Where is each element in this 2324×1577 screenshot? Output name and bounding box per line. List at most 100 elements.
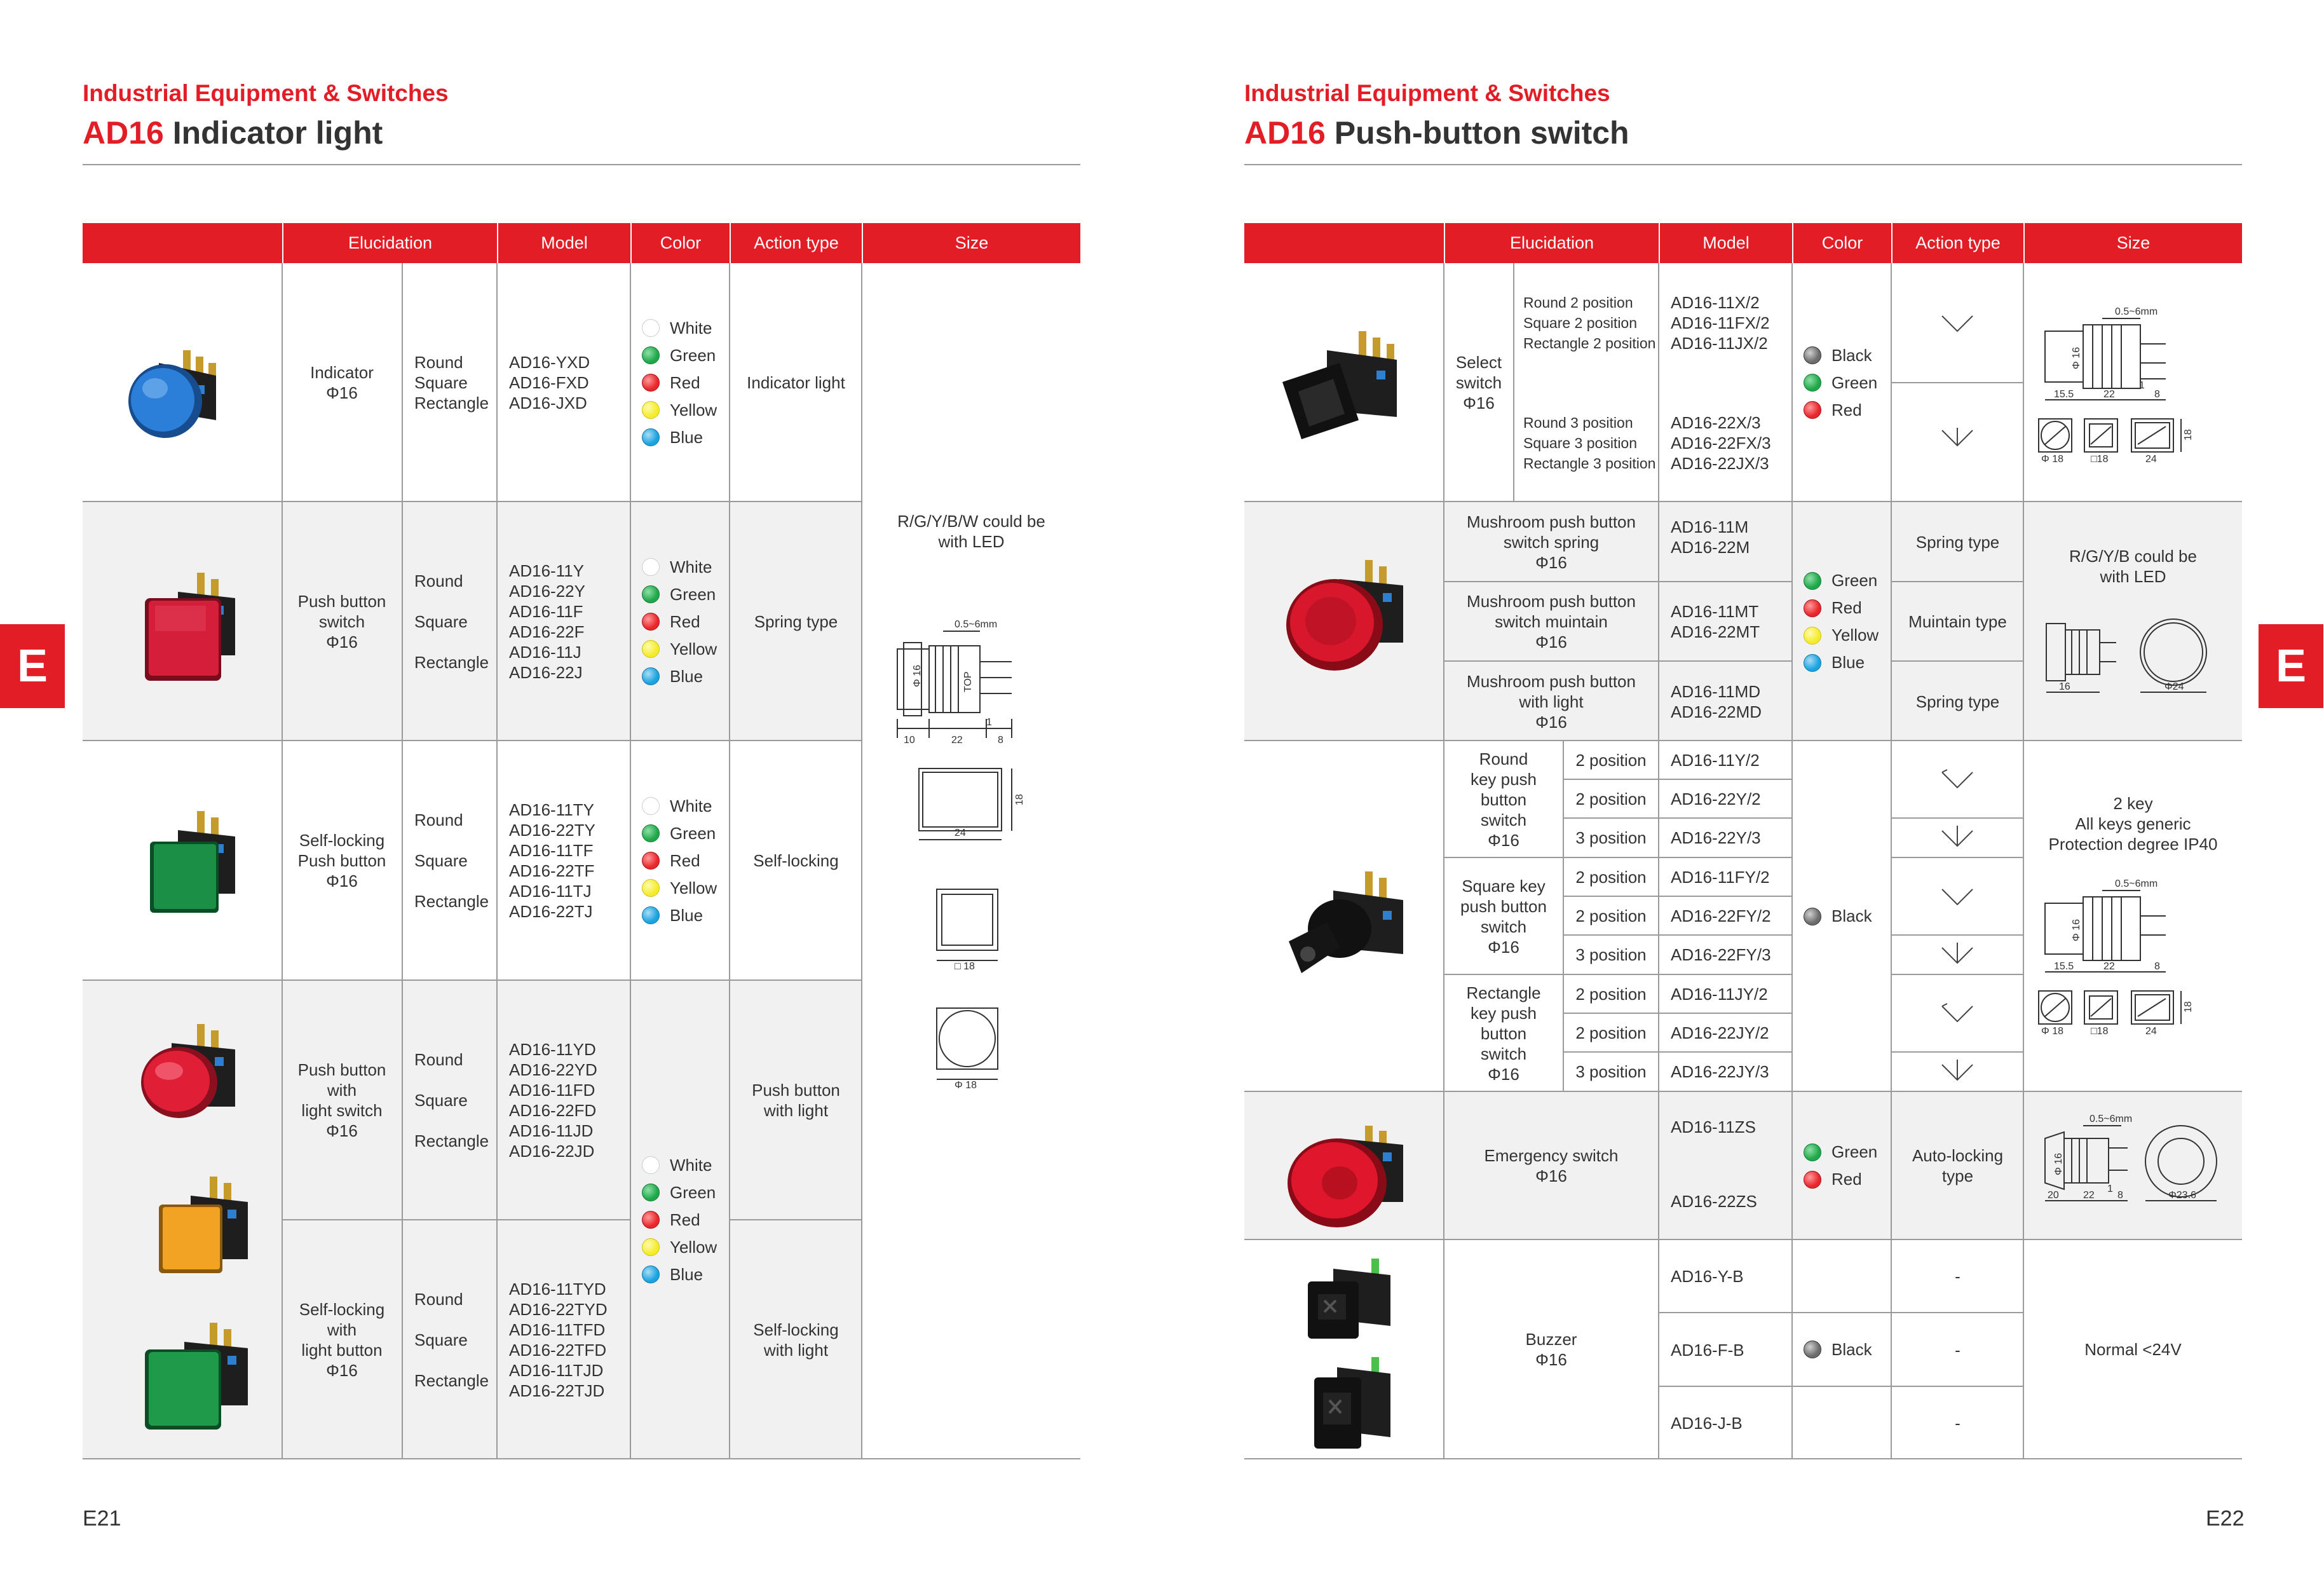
model-cell: AD16-YXD AD16-FXD AD16-JXD	[509, 353, 590, 413]
color-item: Blue	[642, 663, 730, 690]
page-title: AD16 Push-button switch	[1244, 111, 2242, 155]
divider	[1659, 1312, 2023, 1313]
color-label: Black	[1831, 1339, 1872, 1359]
model-cell: AD16-11Y/2	[1671, 751, 1760, 770]
three-position-switch-icon	[1941, 428, 1973, 447]
color-label: Blue	[670, 905, 703, 925]
dimension-drawing-round: Φ 18	[936, 1007, 998, 1091]
buzzer-rect-product-image	[1314, 1357, 1390, 1449]
page-number-right: E22	[2206, 1506, 2245, 1531]
vdivider	[402, 263, 403, 1459]
two-position-switch-icon	[1941, 315, 1973, 332]
vdivider	[861, 263, 862, 1459]
color-label: Blue	[670, 666, 703, 686]
vdivider	[1791, 263, 1793, 1459]
color-list: White Green Red Yellow Blue	[630, 502, 730, 741]
th-action: Action type	[730, 223, 862, 263]
dimension-drawing-key: 0.5~6mm Φ 16 15.5 22 8 Φ 18 □18 24 18	[2038, 878, 2194, 1037]
buzzer-square-product-image	[1308, 1259, 1390, 1339]
color-item: Blue	[642, 1261, 730, 1288]
divider	[83, 740, 862, 741]
dimension-drawing-side: 0.5~6mm Φ 16 TOP 10 22 1 8	[897, 619, 1012, 746]
model-cell: AD16-11JY/2	[1671, 985, 1768, 1004]
dim-label: Φ 16	[2071, 919, 2082, 941]
dim-label: 22	[951, 735, 963, 746]
dim-label: 0.5~6mm	[2115, 878, 2158, 889]
category-title: Industrial Equipment & Switches	[1244, 80, 1610, 106]
side-tab-left: E	[0, 624, 65, 708]
color-item: Yellow	[642, 875, 730, 902]
blue-dot	[642, 1266, 660, 1283]
elucidation-cell: Rectangle key push button switch Φ16	[1466, 983, 1541, 1084]
two-position-switch-icon	[1941, 889, 1973, 906]
divider	[1659, 1386, 2023, 1387]
model-cell: AD16-11YD AD16-22YD AD16-11FD AD16-22FD …	[509, 1039, 597, 1161]
elucidation-cell: Self-locking with light button Φ16	[299, 1300, 385, 1380]
red-dot	[642, 613, 660, 631]
dim-label: 1	[2139, 380, 2145, 391]
two-position-switch-icon	[1941, 1003, 1973, 1023]
position-cell: 2 position	[1575, 985, 1647, 1004]
divider	[1891, 1051, 2023, 1053]
color-item: Green	[642, 820, 730, 847]
page-left: Industrial Equipment & Switches AD16 Ind…	[0, 80, 1080, 1531]
vdivider	[2023, 263, 2024, 1459]
color-label: Green	[1831, 372, 1878, 392]
model-cell: AD16-11ZS	[1671, 1117, 1756, 1137]
red-dot	[1804, 599, 1821, 617]
right-header: Industrial Equipment & Switches AD16 Pus…	[1244, 79, 2242, 155]
divider	[1563, 1013, 1792, 1014]
header-rule	[83, 164, 1080, 165]
blue-dot	[642, 906, 660, 924]
dim-label: 0.5~6mm	[2090, 1114, 2132, 1124]
page-title: AD16 Indicator light	[83, 111, 1080, 155]
elucidation-cell: Self-locking Push button Φ16	[297, 831, 386, 891]
red-square-push-button-image	[145, 573, 235, 681]
dim-label: Φ 16	[912, 665, 923, 687]
dimension-drawing-select: 0.5~6mm Φ 16 15.5 22 1 8 Φ 18 □18 24 18	[2038, 306, 2194, 465]
color-label: Green	[670, 1182, 716, 1202]
vdivider	[496, 263, 498, 1459]
color-item: Yellow	[642, 397, 730, 424]
dim-label: Φ 18	[2041, 1026, 2063, 1037]
green-dot	[642, 824, 660, 842]
th-image	[83, 223, 282, 263]
dim-label: Φ23.6	[2168, 1190, 2196, 1201]
color-item: Red	[642, 608, 730, 636]
color-list: Green Red	[1792, 1092, 1891, 1239]
yellow-dot	[642, 640, 660, 658]
elucidation-cell: Indicator Φ16	[310, 363, 374, 402]
color-label: Black	[1831, 906, 1872, 925]
model-cell: AD16-22JY/3	[1671, 1062, 1769, 1081]
green-dot	[642, 585, 660, 603]
color-label: Red	[1831, 1170, 1862, 1189]
elucidation-cell: Push button with light switch Φ16	[297, 1060, 386, 1140]
color-item: Green	[642, 581, 730, 608]
action-cell: Spring type	[1915, 692, 2000, 711]
color-label: Blue	[670, 1264, 703, 1284]
color-label: Yellow	[670, 878, 717, 898]
dim-label: 18	[1014, 794, 1025, 805]
white-dot	[642, 1156, 660, 1174]
color-item: Red	[642, 1206, 730, 1234]
divider	[83, 1458, 1080, 1459]
key-switch-product-image	[1289, 871, 1403, 973]
model-cell: AD16-11M AD16-22M	[1671, 517, 1750, 557]
emergency-switch-product-image	[1288, 1126, 1403, 1227]
elucidation-cell: Emergency switch Φ16	[1484, 1146, 1619, 1185]
color-list: White Green Red Yellow Blue	[630, 263, 730, 502]
elucidation-cell: Mushroom push button switch muintain Φ16	[1467, 592, 1636, 652]
model-cell: AD16-11X/2 AD16-11FX/2 AD16-11JX/2	[1671, 293, 1770, 353]
shape-cell: Round Square Rectangle	[414, 1290, 489, 1390]
color-item: White	[642, 315, 730, 342]
green-square-push-button-image	[150, 811, 235, 913]
sub-elucidation: Round 2 position Square 2 position Recta…	[1523, 294, 1656, 352]
dim-label: 22	[2083, 1190, 2095, 1201]
divider	[1563, 779, 1792, 780]
white-dot	[642, 797, 660, 815]
model-cell: AD16-11TYD AD16-22TYD AD16-11TFD AD16-22…	[509, 1280, 608, 1400]
color-item: White	[642, 793, 730, 820]
color-item: Black	[1804, 903, 1891, 930]
dim-label: Φ 16	[2071, 347, 2082, 369]
model-cell: AD16-J-B	[1671, 1413, 1743, 1433]
